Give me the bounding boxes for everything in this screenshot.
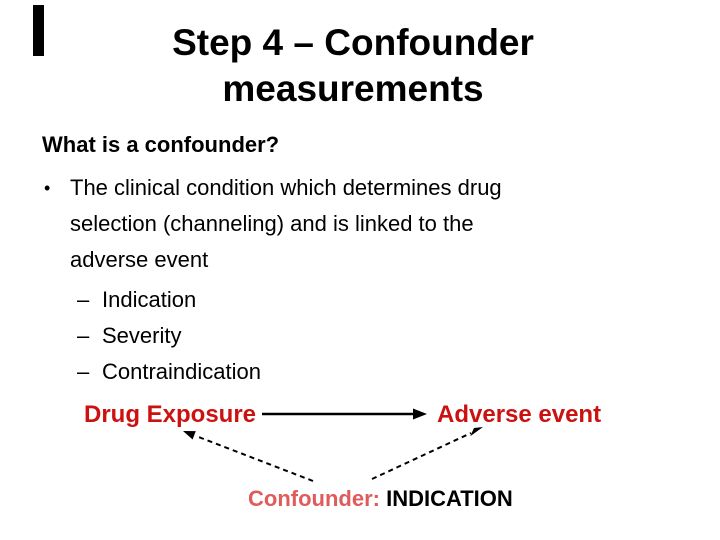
slide-title: Step 4 – Confounder measurements <box>0 20 706 112</box>
sub-bullet-label: Contraindication <box>102 359 261 384</box>
sub-bullet-label: Severity <box>102 323 182 348</box>
dashed-arrow-to-exposure-icon <box>183 431 314 482</box>
slide-title-line2: measurements <box>222 68 484 109</box>
sub-bullet-label: Indication <box>102 287 197 312</box>
slide-title-line1: Step 4 – Confounder <box>172 22 534 63</box>
bullet-text-line1: The clinical condition which determines … <box>70 175 502 200</box>
confounder-caption: Confounder: INDICATION <box>248 486 513 512</box>
dash-marker: – <box>77 287 90 312</box>
dash-marker: – <box>77 359 90 384</box>
solid-right-arrow-icon <box>262 408 427 420</box>
drug-exposure-label: Drug Exposure <box>84 401 257 428</box>
decorative-corner-bar <box>33 5 44 56</box>
sub-bullet-list: – Indication – Severity – Contraindicati… <box>77 282 261 390</box>
sub-bullet-severity: – Severity <box>77 318 261 354</box>
bullet-text-line2: selection (channeling) and is linked to … <box>70 211 474 236</box>
bullet-item: • The clinical condition which determine… <box>44 170 604 278</box>
question-heading: What is a confounder? <box>42 132 280 157</box>
adverse-event-label: Adverse event <box>437 401 602 428</box>
confounder-prefix-label: Confounder: <box>248 486 380 511</box>
dashed-arrow-to-outcome-icon <box>371 427 483 480</box>
bullet-text: The clinical condition which determines … <box>70 170 502 278</box>
sub-bullet-contraindication: – Contraindication <box>77 354 261 390</box>
dash-marker: – <box>77 323 90 348</box>
sub-bullet-indication: – Indication <box>77 282 261 318</box>
bullet-marker: • <box>44 178 51 198</box>
confounder-value-label: INDICATION <box>386 486 513 511</box>
bullet-text-line3: adverse event <box>70 247 209 272</box>
